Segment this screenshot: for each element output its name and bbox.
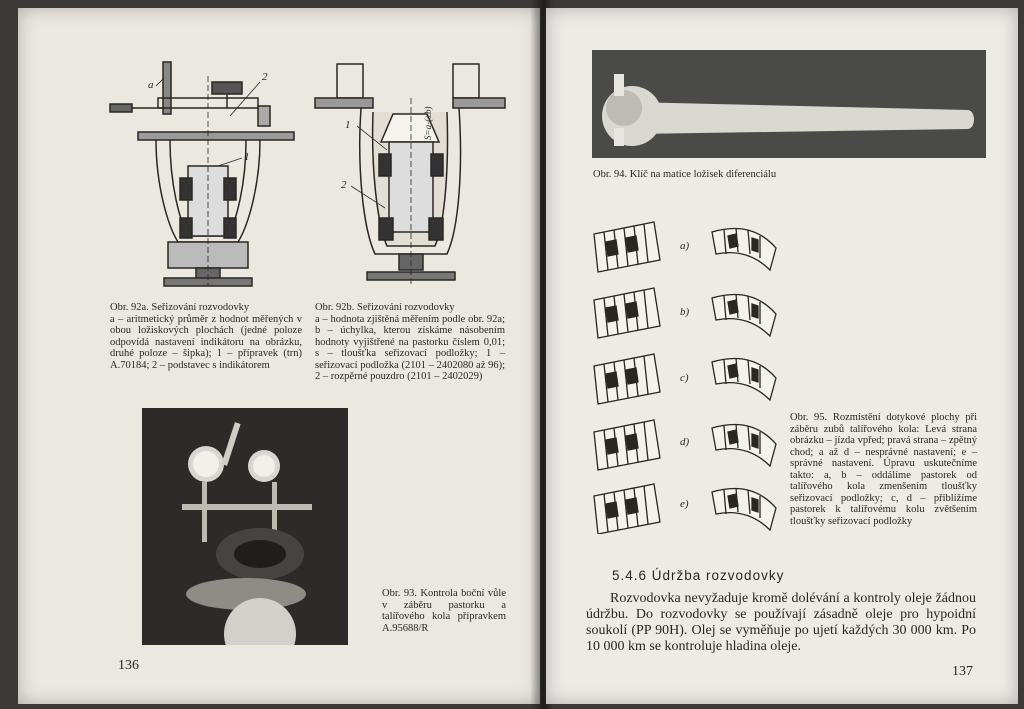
fig95-label-b: b): [680, 306, 690, 318]
fig92b-caption-body: a – hodnota zjištěná měřením podle obr. …: [315, 313, 505, 383]
dial-indicator-photo-icon: [142, 408, 348, 645]
fig95-caption: Obr. 95. Rozmístění dotykové plochy při …: [790, 412, 977, 527]
fig92a-label-2: 2: [262, 71, 268, 83]
figure-92a-drawing: a 2 1: [109, 61, 295, 287]
fig92a-label-1: 1: [244, 151, 250, 163]
fig95-label-c: c): [680, 372, 689, 384]
fig92a-label-a: a: [148, 79, 154, 91]
fig92a-caption-body: a – aritmetický průměr z hodnot měřených…: [110, 313, 302, 371]
fig95-label-a: a): [680, 240, 690, 252]
figure-94-photo: [592, 50, 986, 158]
fig95-label-e: e): [680, 498, 689, 510]
page-number-right: 137: [952, 664, 973, 679]
page-number-left: 136: [118, 658, 139, 673]
fig92a-caption: Obr. 92a. Seřizování rozvodovky a – arit…: [110, 302, 302, 371]
fig92a-caption-title: Obr. 92a. Seřizování rozvodovky: [110, 302, 250, 313]
figure-92b-drawing: 1 2 S=a-(±b): [314, 63, 506, 284]
fig92b-label-1: 1: [345, 119, 351, 131]
fig93-caption: Obr. 93. Kontrola boční vůle v záběru pa…: [382, 588, 506, 634]
right-page: Obr. 94. Klíč na matice ložisek diferenc…: [546, 8, 1018, 704]
figure-93-photo: [142, 408, 348, 645]
fig95-label-d: d): [680, 436, 690, 448]
fig92b-caption: Obr. 92b. Seřizování rozvodovky a – hodn…: [315, 302, 505, 383]
left-page: a 2 1 1 2 S=a-(±b) Obr. 92a: [18, 8, 540, 704]
fig94-caption: Obr. 94. Klíč na matice ložisek diferenc…: [593, 169, 777, 180]
fig92b-caption-title: Obr. 92b. Seřizování rozvodovky: [315, 302, 455, 313]
section-body: Rozvodovka nevyžaduje kromě dolévání a k…: [586, 591, 976, 654]
fig92b-label-s: S=a-(±b): [423, 106, 433, 140]
section-title: 5.4.6 Údržba rozvodovky: [612, 568, 785, 583]
wrench-icon: [592, 50, 986, 158]
fig92b-label-2: 2: [341, 179, 347, 191]
